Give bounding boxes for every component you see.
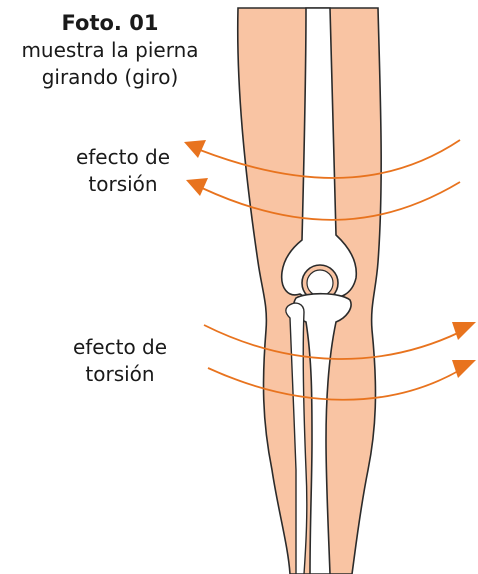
torsion-label-upper-line-1: efecto de — [28, 144, 218, 171]
caption-line-2: girando (giro) — [0, 64, 220, 91]
torsion-label-upper-line-2: torsión — [28, 171, 218, 198]
caption-line-1: muestra la pierna — [0, 37, 220, 64]
patella-inner — [307, 270, 333, 296]
torsion-arrowhead-lower-1 — [452, 322, 476, 340]
caption-title: Foto. 01 — [0, 10, 220, 37]
torsion-label-lower-line-1: efecto de — [30, 334, 210, 361]
torsion-arrowhead-lower-2 — [452, 360, 476, 378]
torsion-label-lower-line-2: torsión — [30, 361, 210, 388]
torsion-label-upper: efecto de torsión — [28, 144, 218, 198]
figure-caption: Foto. 01 muestra la pierna girando (giro… — [0, 10, 220, 91]
torsion-label-lower: efecto de torsión — [30, 334, 210, 388]
